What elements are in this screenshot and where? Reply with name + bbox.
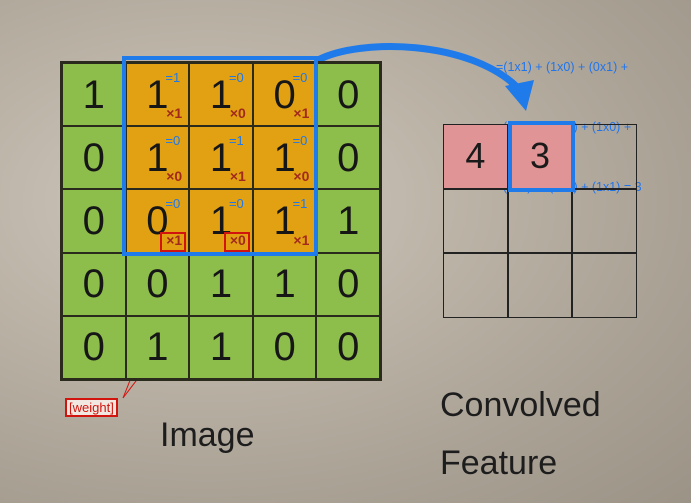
cell-value: 0: [273, 325, 296, 370]
product-result: =0: [292, 133, 308, 149]
output-value: 3: [529, 135, 550, 177]
convolved-caption-line1: Convolved: [440, 386, 601, 424]
output-value: 4: [465, 135, 486, 177]
cell-value: 1: [337, 198, 360, 243]
output-cell: [443, 253, 508, 318]
image-cell: 1: [252, 252, 317, 316]
product-result: =0: [165, 133, 181, 149]
image-cell: 0: [62, 315, 126, 379]
image-cell: 0: [62, 189, 126, 253]
cell-value: 1: [273, 262, 296, 307]
output-cell: [572, 124, 637, 189]
cell-value: 0: [82, 135, 105, 180]
weight-highlight-2: [224, 232, 250, 252]
kernel-cell: 0×1 =0: [125, 189, 190, 253]
cell-value: 0: [146, 198, 169, 243]
formula-line: =(1x1) + (1x0) + (0x1) +: [496, 60, 629, 74]
kernel-weight: ×1: [293, 231, 310, 248]
convolved-caption-line2: Feature: [440, 444, 558, 482]
kernel-cell: 1×1 =1: [189, 126, 253, 190]
cell-value: 1: [209, 262, 233, 307]
weight-label: [weight]: [65, 398, 118, 417]
kernel-cell: 0×1 =0: [252, 63, 317, 127]
product-result: =0: [228, 196, 244, 212]
image-cell: 0: [316, 63, 380, 127]
image-cell: 0: [62, 252, 126, 316]
cell-value: 0: [337, 262, 360, 307]
cell-value: 1: [146, 135, 169, 180]
cell-value: 0: [337, 135, 360, 180]
image-caption: Image: [160, 416, 255, 454]
kernel-weight: ×1: [166, 105, 183, 122]
cell-value: 1: [209, 325, 233, 370]
output-cell: [572, 188, 637, 254]
kernel-weight: ×1: [166, 231, 183, 248]
weight-highlight-1: [160, 232, 186, 252]
image-cell: 0: [252, 315, 317, 379]
image-cell: 1: [125, 315, 190, 379]
image-cell: 0: [125, 252, 190, 316]
cell-value: 1: [209, 135, 233, 180]
kernel-cell: 1×0 =0: [125, 126, 190, 190]
image-cell: 0: [316, 315, 380, 379]
kernel-weight: ×0: [166, 168, 183, 185]
image-cell: 1: [189, 315, 253, 379]
image-cell: 0: [316, 126, 380, 190]
cell-value: 1: [209, 72, 233, 117]
cell-value: 1: [209, 198, 233, 243]
kernel-cell: 1×0 =0: [189, 189, 253, 253]
current-output-cell-highlight: [508, 121, 575, 192]
cell-value: 1: [146, 325, 169, 370]
image-cell: 1: [189, 252, 253, 316]
image-cell: 0: [62, 126, 126, 190]
product-result: =1: [228, 133, 244, 149]
cell-value: 1: [82, 72, 105, 117]
kernel-window: [122, 56, 318, 256]
output-cell: [443, 188, 508, 254]
image-cell: 1: [316, 189, 380, 253]
kernel-cell: 1×0 =0: [189, 63, 253, 127]
output-cell: [507, 188, 573, 254]
output-cell: [572, 253, 637, 318]
cell-value: 0: [82, 262, 105, 307]
kernel-weight: ×1: [293, 105, 310, 122]
kernel-weight: ×0: [229, 231, 246, 248]
kernel-to-output-arrow-icon: [314, 43, 522, 92]
cell-value: 1: [273, 198, 296, 243]
cell-value: 0: [273, 72, 296, 117]
cell-value: 0: [82, 325, 105, 370]
output-cell: [507, 253, 573, 318]
kernel-cell: 1×1 =1: [125, 63, 190, 127]
product-result: =0: [228, 70, 244, 85]
kernel-weight: ×0: [293, 168, 310, 185]
kernel-weight: ×0: [229, 105, 246, 122]
cell-value: 0: [337, 72, 360, 117]
cell-value: 0: [146, 262, 169, 307]
arrow-head-icon: [505, 80, 534, 111]
cell-value: 1: [146, 72, 169, 117]
kernel-cell: 1×1 =1: [252, 189, 317, 253]
product-result: =0: [292, 70, 308, 85]
cell-value: 0: [82, 198, 105, 243]
image-cell: 1: [62, 63, 126, 127]
product-result: =0: [165, 196, 181, 212]
product-result: =1: [165, 70, 181, 85]
image-cell: 0: [316, 252, 380, 316]
kernel-weight: ×1: [229, 168, 246, 185]
cell-value: 0: [337, 325, 360, 370]
output-cell: 4: [443, 124, 508, 189]
product-result: =1: [292, 196, 308, 212]
cell-value: 1: [273, 135, 296, 180]
